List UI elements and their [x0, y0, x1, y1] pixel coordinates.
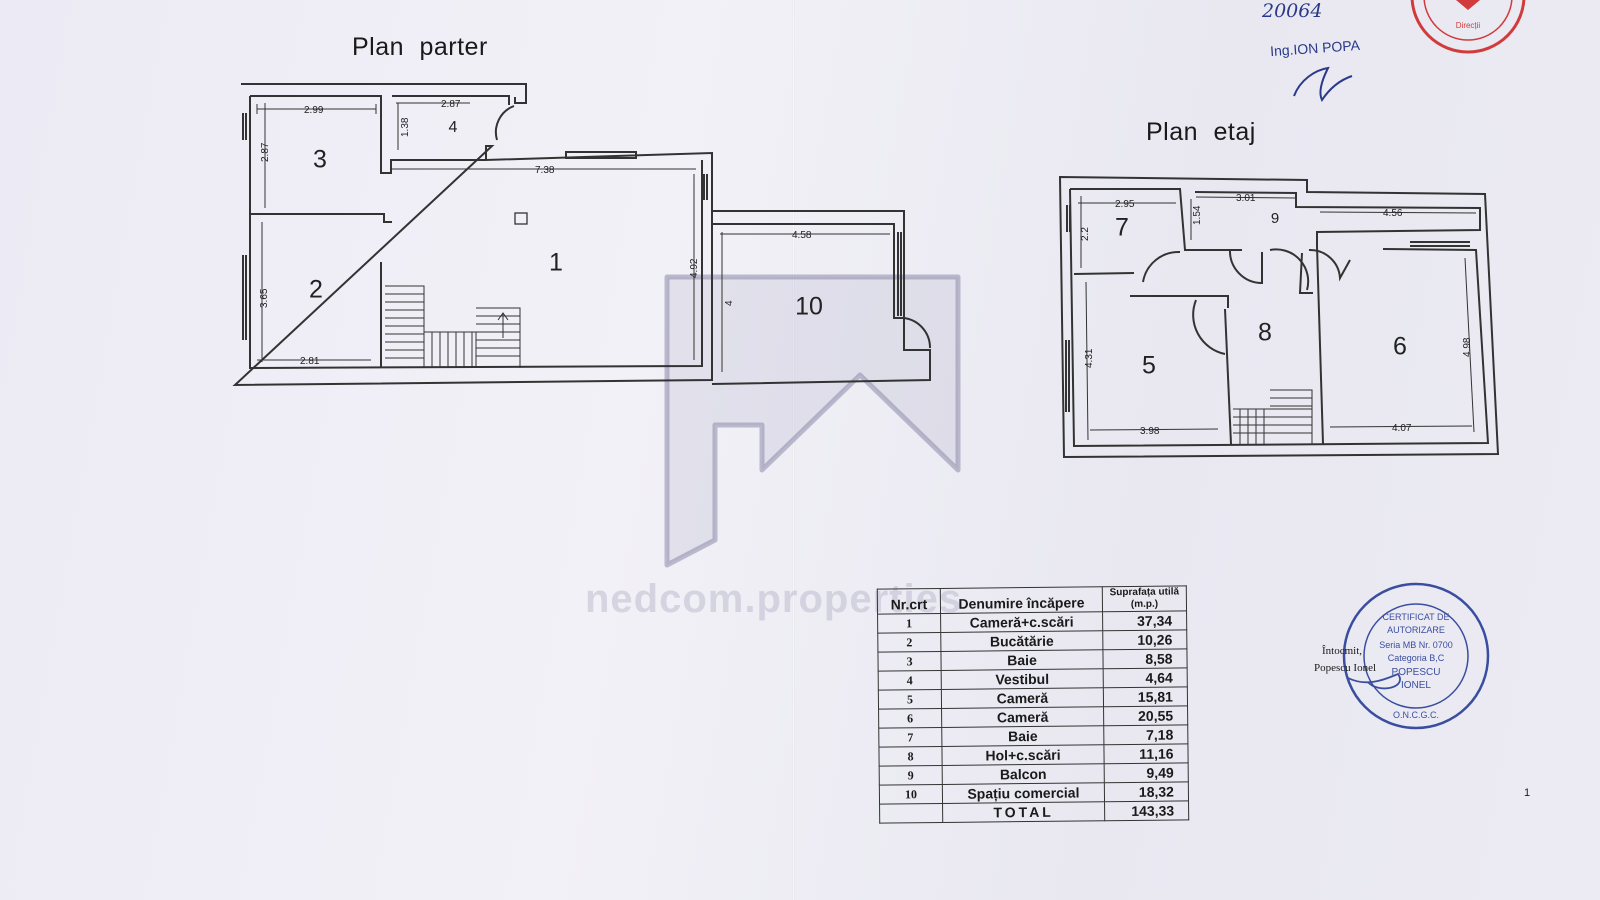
dim-label: 2.2: [1080, 227, 1091, 241]
room-number: 5: [1142, 352, 1156, 380]
prepared-by-name: Popescu Ionel: [1314, 662, 1377, 674]
prepared-by-label: Întocmit,: [1322, 645, 1363, 657]
paper-fold: [792, 0, 795, 900]
dim-label: 4.58: [792, 230, 812, 241]
reference-number: 20064: [1262, 0, 1323, 22]
room-number: 8: [1258, 319, 1272, 347]
dim-label: 4.92: [689, 258, 700, 278]
room-number: 9: [1271, 210, 1279, 227]
agency-stamp: Direcții: [1410, 0, 1526, 54]
ground-walls: [232, 83, 932, 387]
dim-label: 4.07: [1392, 423, 1412, 434]
ground-floor-title: Plan parter: [352, 33, 488, 61]
stamp-line: Seria MB Nr. 0700: [1379, 640, 1453, 650]
dim-label: 1.54: [1192, 205, 1203, 225]
dim-label: 4.56: [1383, 208, 1403, 219]
page-number: 1: [1524, 787, 1531, 799]
upper-room-numbers: 7 9 5 8 6: [1115, 210, 1407, 380]
room-number: 10: [795, 293, 823, 321]
dim-label: 2.87: [260, 142, 271, 162]
stamp-line: POPESCU: [1392, 667, 1441, 678]
stamp-line: AUTORIZARE: [1387, 625, 1445, 635]
watermark-text: nedcom.properties: [585, 577, 963, 621]
ground-dimensions: 2.99 2.87 2.87 1.38 7.38 3.65 2.81 4.92 …: [256, 99, 890, 372]
stamp-line: O.N.C.G.C.: [1393, 710, 1439, 720]
upper-walls: [1058, 175, 1500, 459]
dim-label: 2.81: [300, 356, 320, 367]
stamp-line: CERTIFICAT DE: [1382, 612, 1449, 622]
stamp-line: IONEL: [1401, 680, 1431, 691]
dim-label: 1.38: [400, 117, 411, 137]
dim-label: 3.98: [1140, 426, 1160, 437]
room-number: 6: [1393, 333, 1407, 361]
dim-label: 2.99: [304, 105, 324, 116]
stamp-line: Categoria B,C: [1388, 653, 1445, 663]
dim-label: 3.01: [1236, 193, 1256, 204]
authorization-stamp: CERTIFICAT DE AUTORIZARE Seria MB Nr. 07…: [1342, 582, 1490, 730]
room-number: 7: [1115, 214, 1129, 242]
room-number: 4: [449, 119, 458, 136]
dim-label: 7.38: [535, 165, 555, 176]
ground-room-numbers: 1 2 3 4 10: [309, 119, 823, 320]
dim-label: 2.87: [441, 99, 461, 110]
agency-stamp-center: Direcții: [1456, 21, 1481, 30]
dim-label: 4.31: [1084, 348, 1095, 368]
room-number: 2: [309, 276, 323, 304]
upper-floor-title: Plan etaj: [1146, 118, 1256, 146]
dim-label: 4.98: [1462, 337, 1473, 357]
upper-dimensions: 2.95 2.2 3.01 1.54 4.56 4.31 3.98 4.98 4…: [1078, 193, 1477, 441]
dim-label: 2.95: [1115, 199, 1135, 210]
dim-label: 4: [724, 300, 735, 306]
room-number: 1: [549, 249, 563, 277]
room-number: 3: [313, 146, 327, 174]
dim-label: 3.65: [259, 288, 270, 308]
